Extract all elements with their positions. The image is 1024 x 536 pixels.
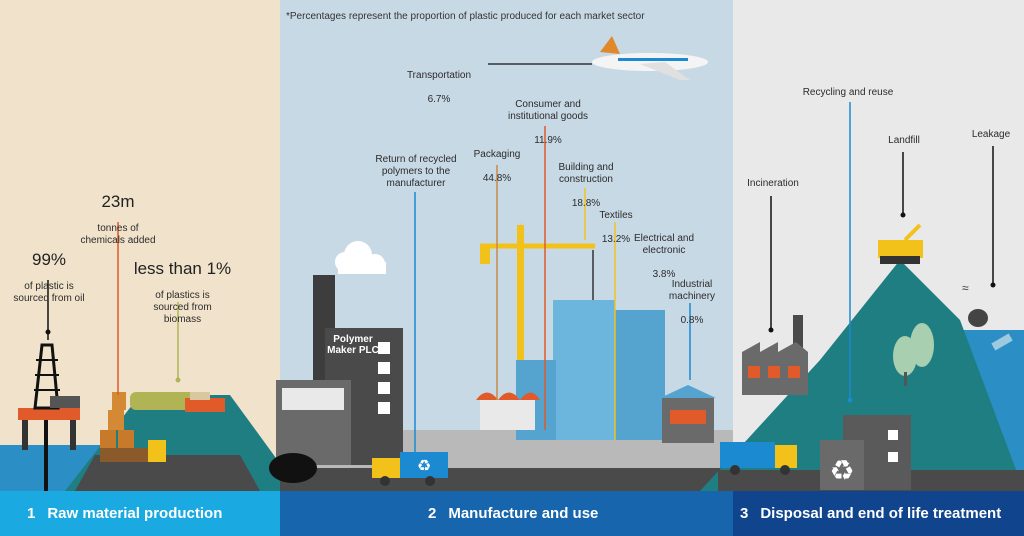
landfill-label: Landfill [888, 135, 920, 146]
sector-name: Electrical and electronic [633, 233, 695, 256]
sector-value: 44.8% [482, 173, 512, 184]
incinerator-icon [742, 315, 808, 395]
sector-machinery: Industrial machinery 0.8% [660, 267, 724, 339]
construction-crane-icon [480, 222, 595, 365]
warehouse-icon [660, 385, 716, 443]
stage-number: 1 [27, 505, 36, 522]
airplane-icon [592, 36, 708, 80]
incineration-label: Incineration [747, 178, 799, 189]
recycled-return-label: Return of recycled polymers to the manuf… [375, 154, 457, 189]
stage-band-manufacture: 2 Manufacture and use [280, 491, 733, 536]
sector-consumer: Consumer and institutional goods 11.9% [498, 87, 598, 159]
stage-band-disposal: 3 Disposal and end of life treatment [733, 491, 1024, 536]
factory-name: Polymer Maker PLC [327, 334, 379, 356]
stage-label: Raw material production [47, 505, 223, 522]
oil-rig-icon [18, 343, 80, 491]
sector-value: 6.7% [427, 94, 451, 105]
polymer-factory-icon [276, 275, 403, 465]
manufacture-road [280, 468, 733, 491]
percentage-note: *Percentages represent the proportion of… [286, 11, 645, 22]
sector-value: 18.8% [571, 198, 601, 209]
sector-building: Building and construction 18.8% [546, 150, 626, 222]
svg-text:♻: ♻ [829, 455, 854, 486]
tanker-truck-icon [100, 440, 166, 462]
sector-transportation: Transportation 6.7% [398, 58, 480, 118]
sector-name: Consumer and institutional goods [507, 99, 589, 122]
sector-name: Textiles [599, 210, 633, 221]
litter-icon: ≈ [962, 281, 1013, 351]
stage-number: 2 [428, 505, 437, 522]
sector-name: Transportation [406, 70, 472, 81]
sector-value: 13.2% [601, 234, 631, 245]
sector-name: Industrial machinery [668, 279, 716, 302]
disposal-hill [700, 260, 1024, 491]
biomass-text: of plastics is sourced from biomass [153, 290, 212, 325]
sector-value: 11.9% [534, 135, 562, 146]
biomass-value: less than 1% [133, 259, 232, 278]
oil-stat: 99% of plastic is sourced from oil [8, 238, 90, 317]
chemical-barrels-icon [100, 392, 134, 452]
chemicals-value: 23m [101, 192, 135, 211]
stage-number: 3 [740, 505, 749, 522]
oil-value: 99% [31, 250, 67, 269]
sector-value: 0.8% [680, 315, 704, 326]
buildings-icon [516, 300, 665, 440]
garbage-truck-icon [720, 442, 797, 475]
chemicals-stat: 23m tonnes of chemicals added [72, 180, 164, 259]
svg-text:♻: ♻ [417, 458, 431, 475]
recycling-center-icon: ♻ [820, 415, 911, 490]
chemicals-text: tonnes of chemicals added [80, 223, 156, 246]
oil-tank-icon [269, 453, 317, 483]
sector-value: 3.8% [652, 269, 676, 280]
shop-icon [476, 392, 540, 430]
biomass-stat: less than 1% of plastics is sourced from… [125, 247, 240, 338]
bulldozer-icon [878, 223, 923, 264]
raw-road [75, 455, 260, 491]
sector-textiles: Textiles 13.2% [590, 198, 642, 258]
sector-packaging: Packaging 44.8% [466, 137, 528, 197]
biomass-crops-icon [130, 392, 225, 412]
cloud-icon [335, 241, 386, 274]
recycling-label: Recycling and reuse [802, 87, 894, 98]
trees-icon [893, 323, 934, 386]
stage-label: Disposal and end of life treatment [760, 505, 1002, 522]
leakage-label: Leakage [971, 129, 1011, 140]
stage-band-raw: 1 Raw material production [0, 491, 280, 536]
svg-text:≈: ≈ [962, 281, 969, 295]
recycling-truck-icon: ♻ [372, 452, 448, 486]
oil-text: of plastic is sourced from oil [13, 281, 85, 304]
stage-label: Manufacture and use [448, 505, 599, 522]
sector-name: Building and construction [558, 162, 614, 185]
sector-electrical: Electrical and electronic 3.8% [626, 221, 702, 293]
sector-name: Packaging [473, 149, 521, 160]
